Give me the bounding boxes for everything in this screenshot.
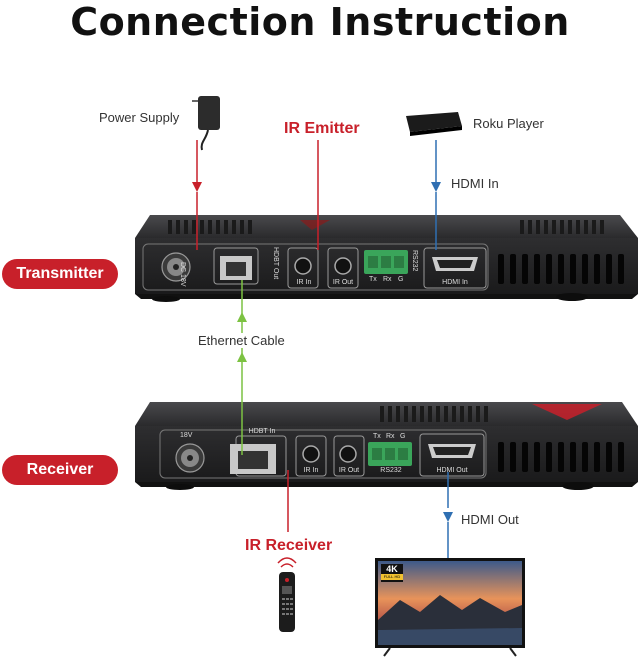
rx-ir-in-port	[295, 435, 327, 477]
tx-ir-in-port	[287, 247, 319, 289]
rx-hdmi-out-port	[419, 433, 485, 477]
tx-dc-power-port	[161, 252, 191, 282]
tx-dc-label: DC 18V	[179, 262, 186, 287]
tx-ir-out-label: IR Out	[332, 279, 354, 286]
tx-hdmi-in-port	[423, 247, 487, 289]
ir-emitter-label: IR Emitter	[284, 120, 360, 137]
receiver-badge: Receiver	[2, 455, 118, 485]
power-supply-label: Power Supply	[99, 110, 180, 125]
hdmi-out-label: HDMI Out	[461, 512, 519, 527]
rx-g-label: G	[400, 433, 406, 440]
power-arrow-icon	[192, 182, 202, 192]
rx-tx-label: Tx	[373, 433, 381, 440]
tx-rs232-label: RS232	[411, 250, 418, 272]
tx-tx-label: Tx	[369, 276, 377, 283]
tx-rx-label: Rx	[383, 276, 392, 283]
tx-rs232-port	[364, 250, 408, 274]
rx-rs232-port	[368, 442, 412, 466]
tx-ir-in-label: IR In	[296, 279, 312, 286]
tx-hdbt-out-port	[213, 247, 259, 285]
transmitter-badge: Transmitter	[2, 259, 118, 289]
hdmi-out-arrow-icon	[443, 512, 453, 522]
tx-ir-out-port	[327, 247, 359, 289]
remote-control-icon	[277, 557, 297, 632]
rx-hdbt-in-port	[230, 435, 287, 477]
rx-rx-label: Rx	[386, 433, 395, 440]
rx-hdmi-out-label: HDMI Out	[436, 467, 468, 474]
hdmi-in-label: HDMI In	[451, 176, 499, 191]
ethernet-arrow-up2-icon	[237, 352, 247, 362]
rx-rs232-label: RS232	[380, 467, 402, 474]
rx-ir-in-label: IR In	[303, 467, 319, 474]
tx-hdmi-in-label: HDMI In	[442, 279, 468, 286]
rx-ir-out-port	[333, 435, 365, 477]
brand-logo-icon	[532, 404, 602, 420]
roku-player-icon	[406, 112, 462, 136]
page-title: Connection Instruction	[70, 0, 570, 44]
tv-badge-fullhd: FULL HD	[381, 574, 403, 580]
tv-4k-badge: 4K FULL HD	[381, 564, 403, 582]
ir-receiver-label: IR Receiver	[245, 537, 333, 554]
rx-dc-power-port	[175, 443, 205, 473]
ethernet-arrow-up-icon	[237, 312, 247, 322]
rx-dc-label: 18V	[180, 432, 193, 439]
ethernet-cable-label: Ethernet Cable	[196, 333, 287, 348]
rx-hdbt-in-label: HDBT In	[248, 428, 276, 435]
power-adapter-icon	[192, 96, 220, 151]
tx-g-label: G	[398, 276, 404, 283]
hdmi-in-arrow-icon	[431, 182, 441, 192]
roku-player-label: Roku Player	[473, 116, 544, 131]
tx-hdbt-out-label: HDBT Out	[272, 247, 279, 280]
tv-badge-4k: 4K	[386, 564, 398, 574]
rx-ir-out-label: IR Out	[338, 467, 360, 474]
